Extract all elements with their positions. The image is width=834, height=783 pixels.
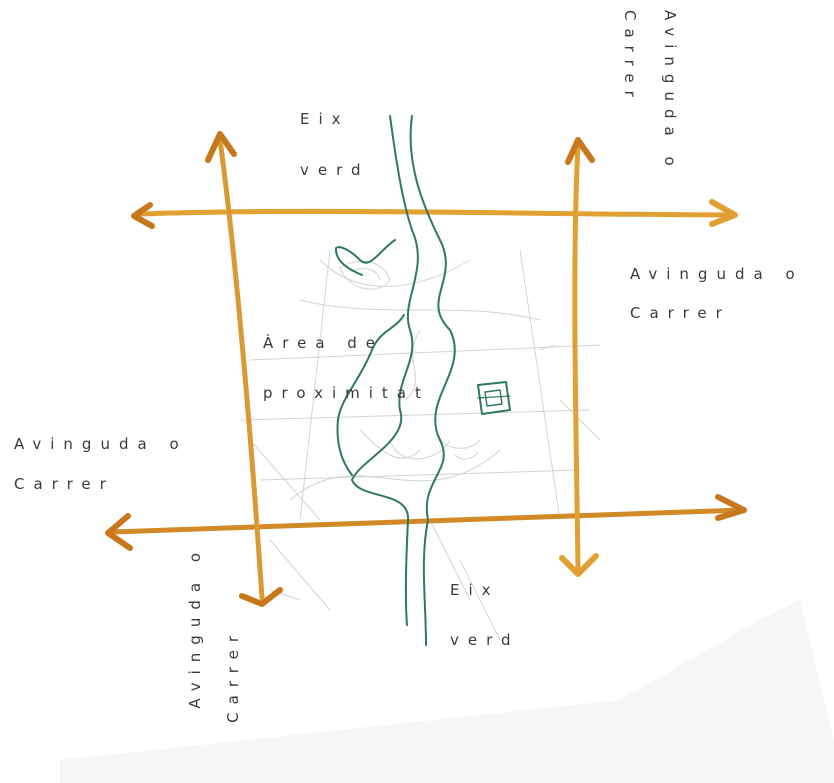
top-right-vertical-label-line1: Avinguda o (662, 10, 677, 174)
left-street-label-line2: Carrer (14, 477, 115, 492)
green-axis-bottom-label-line1: Eix (450, 583, 500, 598)
top-right-vertical-label-line2: Carrer (622, 10, 637, 105)
right-street-label-line2: Carrer (630, 306, 731, 321)
street-right-vertical (575, 146, 578, 568)
green-axis (336, 116, 510, 645)
green-axis-bottom-label-line2: verd (450, 633, 520, 648)
bottom-left-vertical-label-line2: Carrer (226, 628, 241, 723)
area-label-line1: Àrea de (263, 336, 384, 351)
green-axis-top-label-line1: Eix (300, 112, 350, 127)
pencil-sketch (240, 250, 600, 640)
area-label-line2: proximitat (263, 386, 430, 401)
right-street-label-line1: Avinguda o (630, 267, 804, 282)
left-street-label-line1: Avinguda o (14, 437, 188, 452)
green-axis-top-label-line2: verd (300, 163, 370, 178)
bottom-left-vertical-label-line1: Avinguda o (188, 545, 203, 709)
paper-shadow (60, 600, 834, 783)
